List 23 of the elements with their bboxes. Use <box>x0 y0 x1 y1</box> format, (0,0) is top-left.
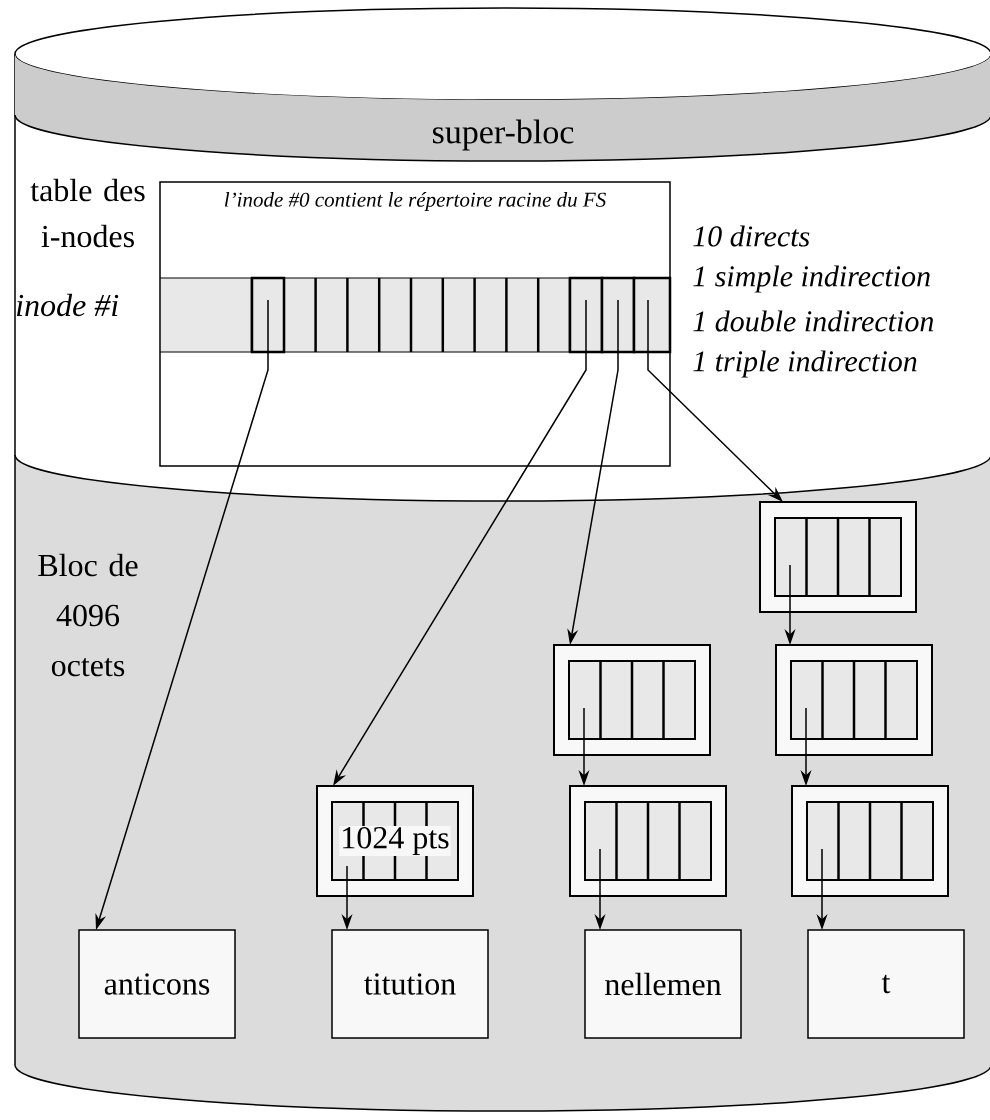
indirect-block <box>553 644 711 756</box>
arrow <box>647 299 783 502</box>
text-label: inode #i <box>17 293 119 317</box>
text-label: 1 double indirection <box>693 310 934 332</box>
indirect-block <box>775 644 933 756</box>
pointer-cell <box>600 276 636 354</box>
text-label: Bloc de 4096 octets <box>38 553 138 677</box>
text-label: 1 simple indirection <box>693 265 930 293</box>
indirect-block: 1024 pts <box>316 785 474 897</box>
data-block: t <box>807 929 965 1039</box>
indirect-block <box>759 501 917 613</box>
pointer-cell <box>250 276 286 354</box>
text-label: 10 directs <box>693 225 810 247</box>
indirect-block <box>569 785 727 897</box>
data-block: titution <box>331 929 489 1039</box>
pointer-cell <box>568 276 604 354</box>
data-block: nellemen <box>584 929 742 1039</box>
text-label: 1 triple indirection <box>693 350 917 378</box>
pointer-cell <box>632 276 672 354</box>
data-block: anticons <box>78 929 236 1039</box>
indirect-block <box>791 785 949 897</box>
inode-table: l’inode #0 contient le répertoire racine du FS <box>159 181 671 467</box>
disk-band: super-bloc <box>14 54 990 162</box>
